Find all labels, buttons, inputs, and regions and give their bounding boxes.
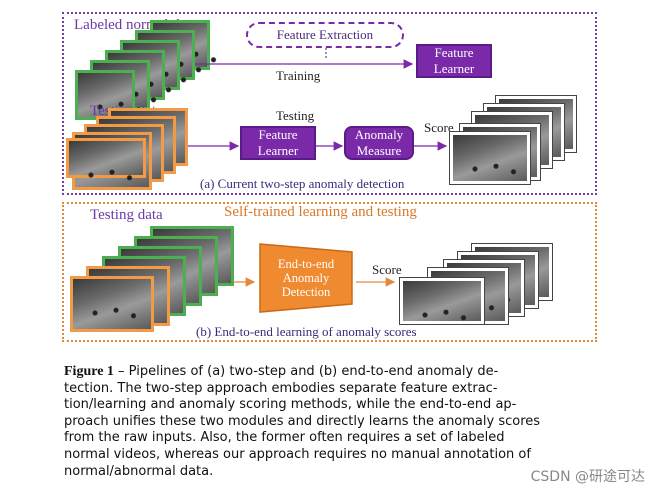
testing-data-label-b: Testing data <box>90 207 163 223</box>
anomaly-measure-line1: Anomaly <box>354 127 404 142</box>
figure-caption-line-2: tection. The two-step approach embodies … <box>64 380 498 396</box>
figure-caption-line-6: normal videos, whereas our approach requ… <box>64 446 531 462</box>
figure-caption-head: Figure 1 <box>64 364 114 379</box>
panel-a <box>62 12 597 195</box>
feature-extraction-box: Feature Extraction <box>246 22 404 48</box>
figure-caption-line-5: from the raw inputs. Also, the former of… <box>64 430 505 446</box>
feature-learner-line2: Learner <box>257 143 299 158</box>
score-label-b: Score <box>372 262 402 277</box>
figure-caption: Figure 1 – Pipelines of (a) two-step and… <box>64 364 599 480</box>
end-to-end-line2: Anomaly <box>282 271 330 285</box>
end-to-end-box: End-to-end Anomaly Detection <box>256 250 356 306</box>
end-to-end-line1: End-to-end <box>277 257 335 271</box>
watermark: CSDN @研途可达 <box>530 469 645 485</box>
score-frame-b5 <box>400 278 484 329</box>
feature-learner-top-line2: Learner <box>433 61 475 76</box>
training-label: Training <box>276 68 321 83</box>
figure-caption-line-4: proach unifies these two modules and dir… <box>64 413 541 429</box>
self-trained-label: Self-trained learning and testing <box>224 204 417 220</box>
caption-b: (b) End-to-end learning of anomaly score… <box>196 324 417 339</box>
end-to-end-trapezoid <box>259 243 353 313</box>
figure-caption-line-7: normal/abnormal data. <box>64 463 214 479</box>
testing-frame-a5 <box>66 138 147 189</box>
end-to-end-line3: Detection <box>281 285 331 299</box>
caption-a: (a) Current two-step anomaly detection <box>200 176 405 191</box>
feature-learner-top-line1: Feature <box>434 45 474 60</box>
score-label-a: Score <box>424 120 454 135</box>
testing-label: Testing <box>276 108 315 123</box>
anomaly-measure-line2: Measure <box>356 143 402 158</box>
figure-caption-dash: – <box>113 364 129 379</box>
testing-frame-b6 <box>70 276 154 332</box>
score-frame-a5 <box>450 132 531 184</box>
feature-learner-line1: Feature <box>258 127 298 142</box>
figure-caption-line-1: Pipelines of (a) two-step and (b) end-to… <box>128 364 499 379</box>
figure-caption-line-3: tion/learning and anomaly scoring method… <box>64 397 517 413</box>
panel-b <box>62 202 597 342</box>
